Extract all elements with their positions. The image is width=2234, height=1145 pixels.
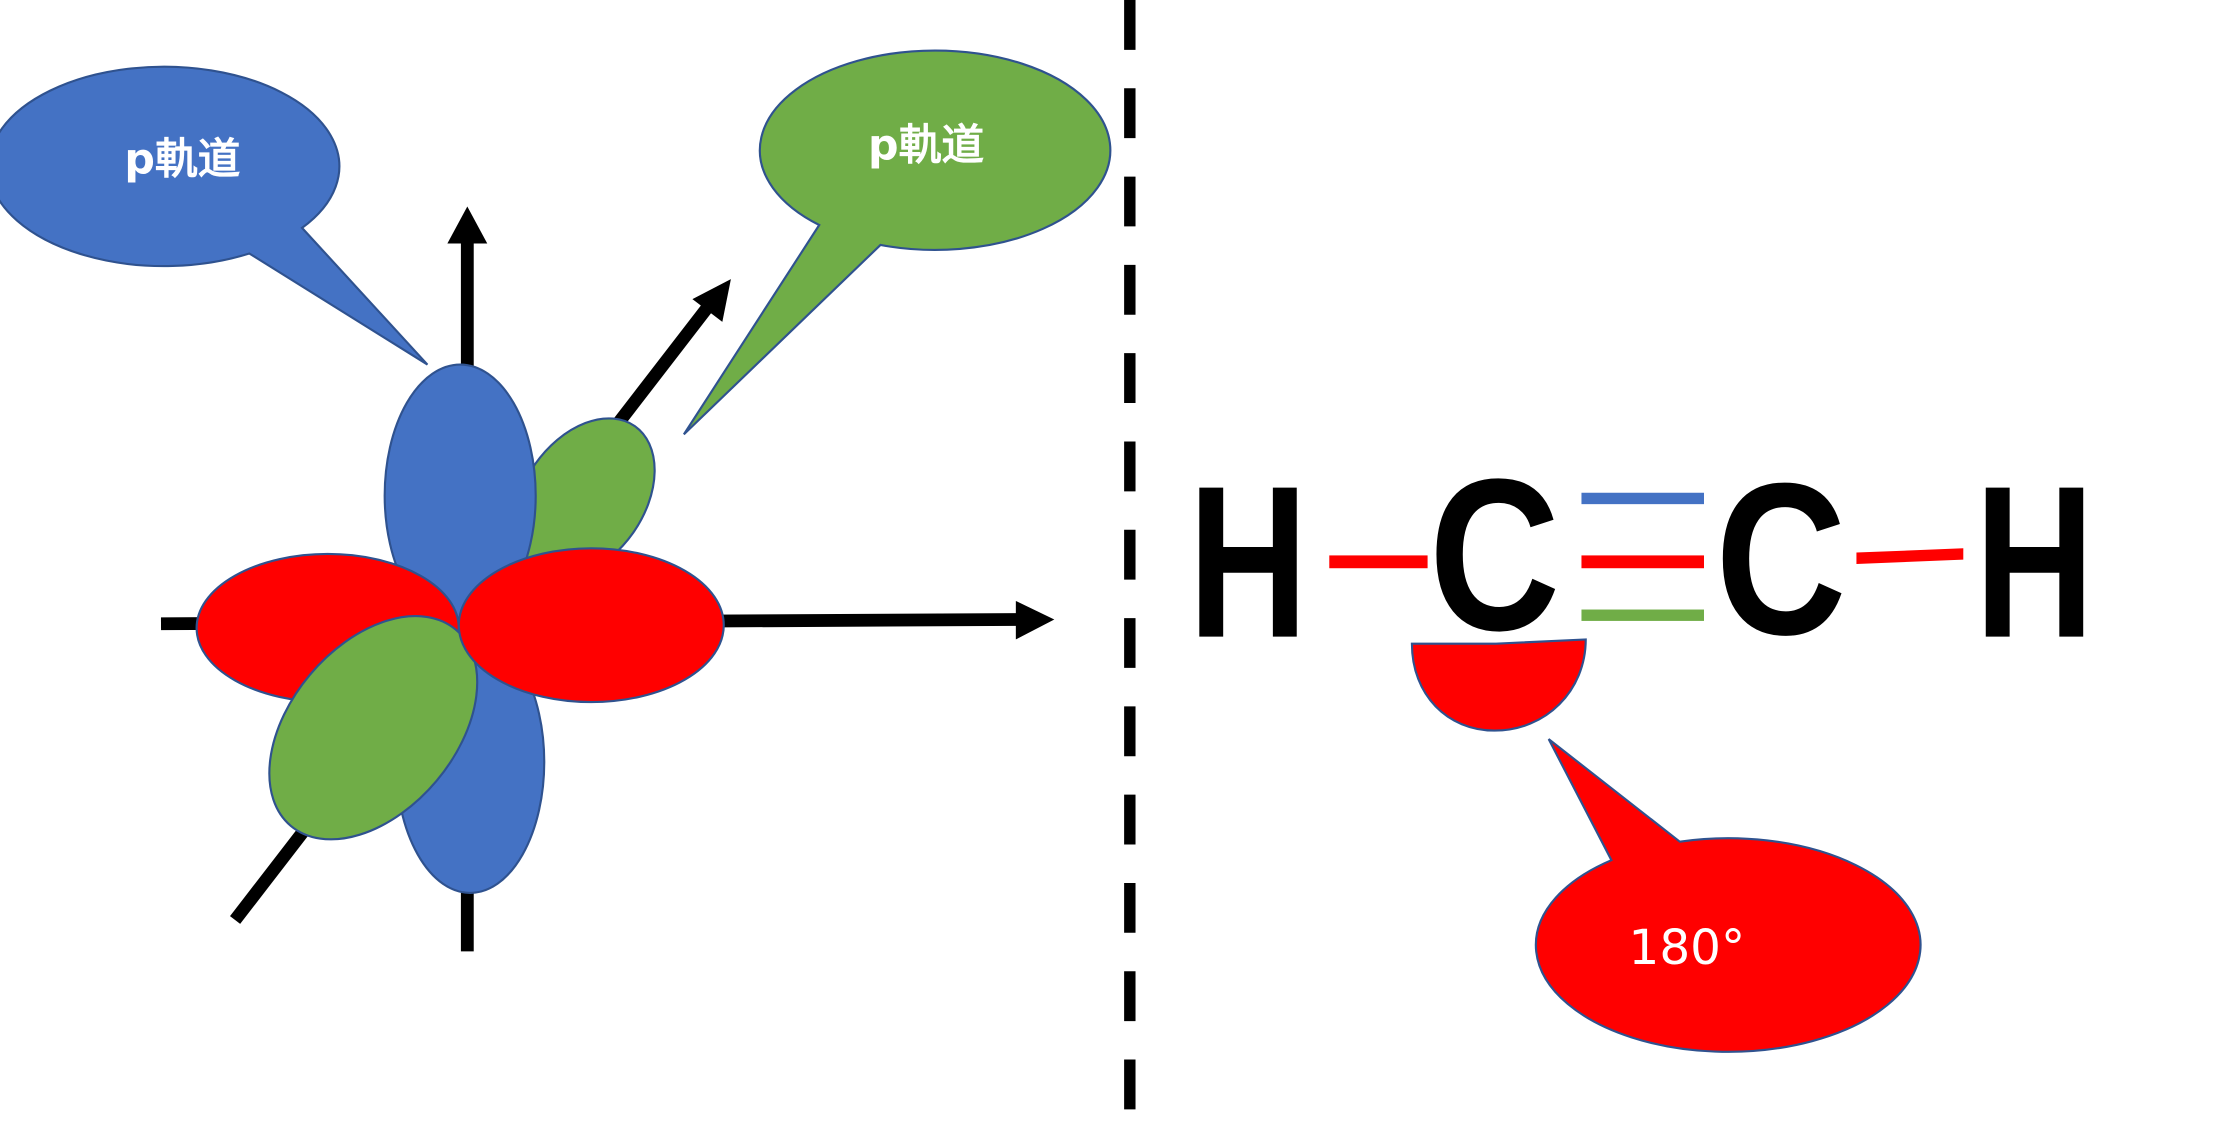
- callout-green-bubble: [682, 49, 1112, 436]
- sigma-bond-c-h-right: [1856, 548, 1964, 564]
- callout-blue-label: p軌道: [124, 135, 240, 185]
- red-lobe-right: [457, 547, 725, 704]
- angle-label: 180°: [1629, 920, 1746, 976]
- callout-green-label: p軌道: [868, 121, 984, 171]
- callout-blue: p軌道: [0, 65, 429, 366]
- callout-angle: 180°: [1534, 738, 1922, 1053]
- callout-green: p軌道: [682, 49, 1112, 436]
- sigma-bond-h-c-left: [1329, 555, 1428, 569]
- callout-angle-bubble: [1534, 738, 1922, 1053]
- green-lobe-lower: [268, 615, 479, 841]
- bond-angle-marker: [1410, 638, 1587, 732]
- x-axis-arrowhead: [1015, 600, 1055, 640]
- callout-blue-bubble: [0, 65, 429, 366]
- z-axis-arrowhead: [447, 206, 488, 244]
- sigma-bond-c-c: [1581, 555, 1704, 569]
- y-axis-arrowhead: [692, 279, 731, 322]
- orbitals: [195, 363, 725, 894]
- pi-bond-blue: [1581, 492, 1704, 505]
- atom-h-left: H: [1188, 441, 1308, 683]
- atom-c-right: C: [1715, 438, 1846, 680]
- atom-c-left: C: [1429, 434, 1560, 676]
- acetylene-molecule: H C C H: [1188, 434, 2095, 732]
- pi-bond-green: [1581, 609, 1704, 621]
- atom-h-right: H: [1975, 441, 2095, 683]
